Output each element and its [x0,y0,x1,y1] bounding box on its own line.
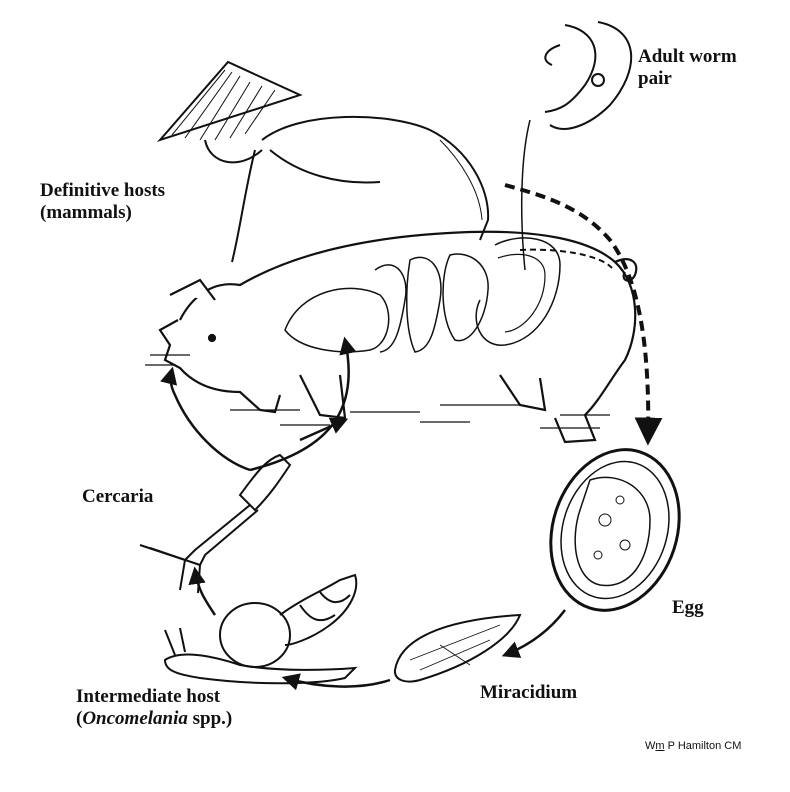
cercaria-illustration [140,455,290,593]
credit-underlined: m [655,740,664,752]
water-lines [145,355,610,428]
credit-prefix: W [645,740,655,752]
intermediate-host-suffix: spp.) [188,708,232,729]
intermediate-host-line2: (Oncomelania spp.) [76,708,232,730]
egg-label: Egg [672,597,704,619]
definitive-hosts-label: Definitive hosts (mammals) [40,180,165,224]
definitive-hosts-line1: Definitive hosts [40,180,165,202]
intermediate-host-genus: Oncomelania [82,708,188,729]
artist-credit: Wm P Hamilton CM [645,740,741,752]
adult-worm-pair-line1: Adult worm [638,46,737,68]
adult-worm-pair-line2: pair [638,68,737,90]
farmer-illustration [160,62,488,262]
adult-worm-pair-illustration [545,22,631,129]
cercaria-label: Cercaria [82,486,153,508]
miracidium-label: Miracidium [480,682,577,704]
adult-worm-pair-label: Adult worm pair [638,46,737,90]
credit-suffix: P Hamilton CM [665,740,742,752]
intermediate-host-label: Intermediate host (Oncomelania spp.) [76,686,232,730]
miracidium-illustration [395,615,520,682]
snail-illustration [165,575,356,683]
intermediate-host-line1: Intermediate host [76,686,232,708]
definitive-hosts-line2: (mammals) [40,202,165,224]
